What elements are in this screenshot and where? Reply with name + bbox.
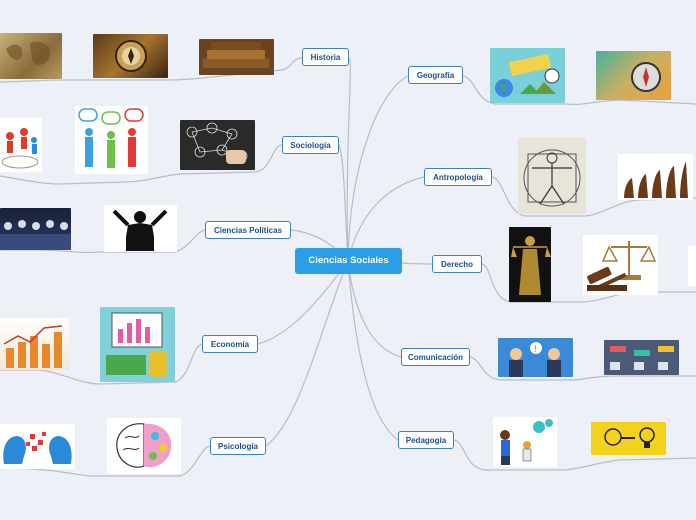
connector-comunicacion bbox=[347, 260, 402, 358]
teacher-student-image bbox=[493, 417, 557, 467]
tail-historia bbox=[0, 57, 303, 83]
people-speech-bubbles-image bbox=[75, 106, 148, 174]
heads-puzzle-image bbox=[0, 424, 75, 469]
tail-comunicacion bbox=[469, 356, 696, 381]
brain-lightbulb-image bbox=[591, 422, 666, 455]
topic-node-pedagogia[interactable]: Pedagogía bbox=[398, 431, 454, 449]
topic-node-economia[interactable]: Economía bbox=[202, 335, 258, 353]
topic-node-antropologia[interactable]: Antropología bbox=[424, 168, 492, 186]
topic-node-comunicacion[interactable]: Comunicación bbox=[401, 348, 470, 366]
human-evolution-image bbox=[618, 154, 693, 200]
topic-node-psicologia[interactable]: Psicología bbox=[210, 437, 266, 455]
central-topic-node[interactable]: Ciencias Sociales bbox=[295, 248, 402, 274]
vitruvian-man-image bbox=[518, 138, 586, 214]
money-coins-stacks-image bbox=[100, 307, 175, 382]
tail-economia bbox=[0, 343, 203, 385]
old-books-image bbox=[199, 39, 274, 75]
connector-historia bbox=[346, 57, 351, 262]
people-network-image bbox=[0, 118, 42, 172]
compass-antique-image bbox=[93, 34, 168, 78]
map-compass-image bbox=[596, 51, 671, 100]
tail-sociologia bbox=[0, 144, 283, 185]
tail-geografia bbox=[462, 75, 696, 106]
bar-chart-coins-image bbox=[0, 318, 69, 370]
brain-illustration-image bbox=[107, 418, 181, 474]
topic-node-ciencias-politicas[interactable]: Ciencias Políticas bbox=[205, 221, 291, 239]
world-map-image bbox=[0, 33, 62, 79]
parliament-meeting-image bbox=[0, 208, 71, 250]
tail-ciencias-politicas bbox=[0, 229, 206, 254]
lady-justice-image bbox=[509, 227, 551, 302]
people-talking-image: ! bbox=[498, 338, 573, 377]
connector-antropologia bbox=[347, 176, 425, 262]
communication-flow-image bbox=[604, 340, 679, 375]
topic-node-historia[interactable]: Historia bbox=[302, 48, 349, 66]
svg-text:!: ! bbox=[534, 344, 537, 354]
topic-node-geografia[interactable]: Geografía bbox=[408, 66, 463, 84]
connector-geografia bbox=[347, 75, 409, 262]
gavel-scales-image bbox=[583, 235, 658, 295]
geografia-collage-image bbox=[490, 48, 565, 103]
partial-image-derecho bbox=[688, 246, 696, 286]
connector-pedagogia bbox=[347, 260, 399, 441]
politician-podium-image bbox=[104, 205, 177, 252]
tail-antropologia bbox=[491, 176, 696, 217]
tail-psicologia bbox=[0, 445, 211, 477]
connector-sociologia bbox=[338, 144, 349, 262]
topic-node-derecho[interactable]: Derecho bbox=[432, 255, 482, 273]
connector-psicologia bbox=[265, 260, 349, 447]
tail-pedagogia bbox=[453, 439, 696, 471]
hand-drawing-network-image bbox=[180, 120, 255, 170]
topic-node-sociologia[interactable]: Sociología bbox=[282, 136, 339, 154]
